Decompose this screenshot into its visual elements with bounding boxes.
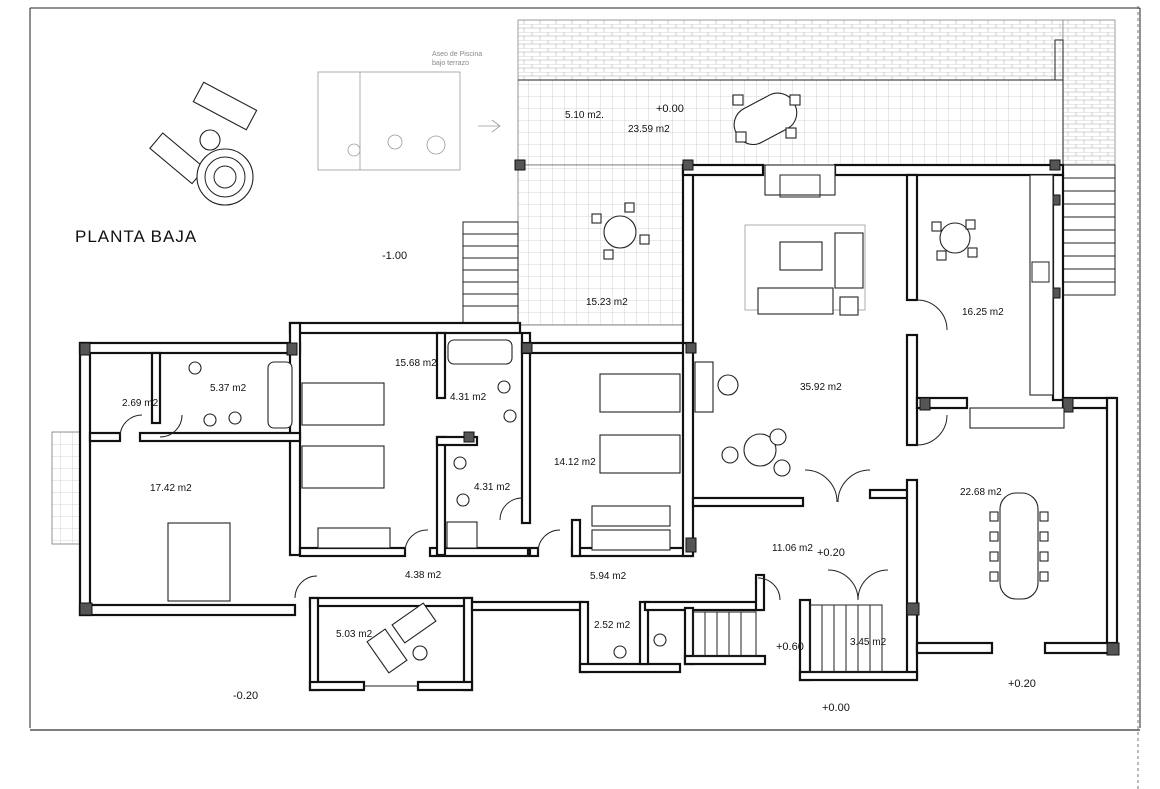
area-terrace-top: 5.10 m2. [565, 110, 604, 121]
entrance-steps [809, 604, 883, 673]
study-desk [366, 602, 437, 674]
fireplace [764, 164, 836, 198]
plan-title: PLANTA BAJA [75, 227, 197, 246]
area-kitchen: 16.25 m2 [962, 307, 1004, 318]
interior-stairs [692, 611, 757, 657]
area-bath-b: 4.31 m2 [474, 482, 511, 493]
area-stairs: 3.45 m2 [850, 637, 887, 648]
side-terrace [51, 431, 85, 545]
sun-loungers [149, 81, 258, 206]
area-ensuite: 5.37 m2 [210, 383, 247, 394]
right-steps [1062, 164, 1116, 296]
columns [79, 159, 1120, 656]
beds [167, 373, 681, 602]
level-dining-outside: +0.20 [1008, 678, 1036, 690]
area-terrace-top-b: 23.59 m2 [628, 124, 670, 135]
area-bath-a: 4.31 m2 [450, 392, 487, 403]
terrace-dining-set [732, 92, 801, 146]
dining-table [989, 492, 1049, 600]
area-toilet: 2.52 m2 [594, 620, 631, 631]
area-corridor-left: 4.38 m2 [405, 570, 442, 581]
kitchen-fittings [931, 174, 1065, 429]
area-master-bedroom: 17.42 m2 [150, 483, 192, 494]
level-hall: +0.20 [817, 547, 845, 559]
porch-table [591, 202, 650, 260]
area-bedroom-2: 14.12 m2 [554, 457, 596, 468]
pool-annex [317, 71, 501, 171]
area-dining: 22.68 m2 [960, 487, 1002, 498]
level-entrance: +0.00 [822, 702, 850, 714]
level-stair-landing: +0.60 [776, 641, 804, 653]
level-exterior-low: -1.00 [382, 250, 407, 262]
door-swings [119, 299, 948, 687]
walls [78, 163, 1119, 692]
left-stairs [462, 221, 519, 325]
pool-note: Aseo de Piscina [432, 51, 482, 58]
sheet-border [29, 6, 1141, 789]
area-corridor-right: 5.94 m2 [590, 571, 627, 582]
area-small-storage: 2.69 m2 [122, 398, 159, 409]
area-bedroom-main: 15.68 m2 [395, 358, 437, 369]
living-furniture [694, 224, 866, 477]
area-living: 35.92 m2 [800, 382, 842, 393]
pool-note-sub: bajo terrazo [432, 60, 469, 67]
area-study: 5.03 m2 [336, 629, 373, 640]
area-porch: 15.23 m2 [586, 297, 628, 308]
bath-fixtures [188, 339, 667, 659]
top-terrace [517, 19, 1116, 166]
level-terrace-top: +0.00 [656, 103, 684, 115]
porch [517, 164, 689, 326]
level-bottom-left: -0.20 [233, 690, 258, 702]
area-hall: 11.06 m2 [772, 543, 813, 554]
wardrobes [317, 505, 671, 551]
